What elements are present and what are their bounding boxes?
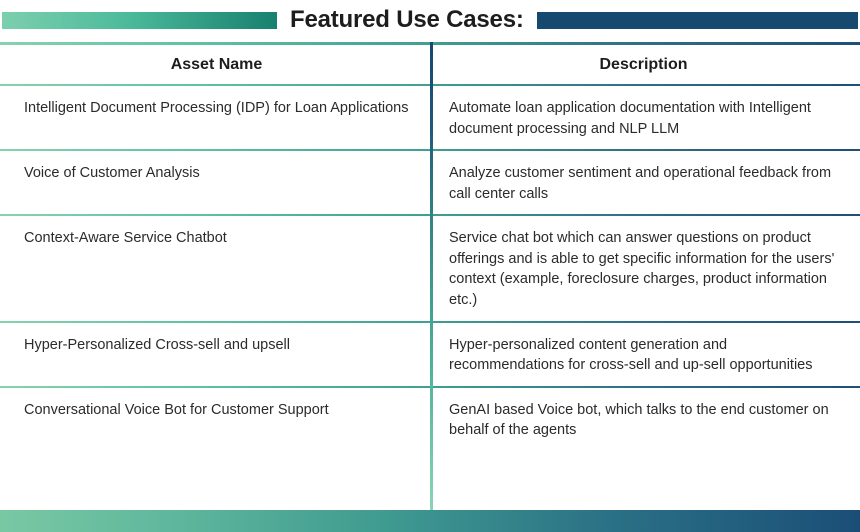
table-cell-description: GenAI based Voice bot, which talks to th… bbox=[431, 388, 860, 451]
table-cell-asset-name: Context-Aware Service Chatbot bbox=[0, 216, 431, 320]
table-cell-description: Automate loan application documentation … bbox=[431, 86, 860, 149]
table-cell-asset-name: Conversational Voice Bot for Customer Su… bbox=[0, 388, 431, 451]
asset-name-text: Voice of Customer Analysis bbox=[24, 165, 200, 182]
title-band: Featured Use Cases: bbox=[0, 0, 860, 40]
table-row: Hyper-Personalized Cross-sell and upsell… bbox=[0, 323, 860, 386]
table-cell-asset-name: Voice of Customer Analysis bbox=[0, 151, 431, 214]
asset-name-text: Hyper-Personalized Cross-sell and upsell bbox=[24, 336, 290, 353]
column-header-asset-name: Asset Name bbox=[0, 45, 431, 84]
table-row: Voice of Customer Analysis Analyze custo… bbox=[0, 151, 860, 214]
page-title: Featured Use Cases: bbox=[290, 6, 524, 33]
title-rule-right-bar bbox=[536, 11, 858, 29]
description-text: Analyze customer sentiment and operation… bbox=[449, 165, 832, 202]
asset-name-text: Intelligent Document Processing (IDP) fo… bbox=[24, 100, 409, 116]
table-cell-asset-name: Hyper-Personalized Cross-sell and upsell bbox=[0, 323, 431, 386]
column-header-description: Description bbox=[431, 45, 860, 84]
table-cell-description: Service chat bot which can answer questi… bbox=[431, 216, 860, 320]
table-cell-description: Analyze customer sentiment and operation… bbox=[431, 151, 860, 214]
description-text: GenAI based Voice bot, which talks to th… bbox=[449, 401, 829, 439]
title-rule-left-gradient bbox=[2, 11, 277, 29]
table-cell-description: Hyper-personalized content generation an… bbox=[431, 323, 860, 386]
description-text: Hyper-personalized content generation an… bbox=[449, 336, 813, 374]
asset-name-text: Context-Aware Service Chatbot bbox=[24, 230, 227, 247]
description-text: Automate loan application documentation … bbox=[449, 100, 811, 137]
description-text: Service chat bot which can answer questi… bbox=[449, 230, 835, 309]
column-header-description-label: Description bbox=[599, 56, 688, 73]
column-header-asset-name-label: Asset Name bbox=[170, 56, 263, 73]
asset-name-text: Conversational Voice Bot for Customer Su… bbox=[24, 401, 329, 418]
use-cases-table: Asset Name Description Intelligent Docum… bbox=[0, 42, 860, 451]
table-row: Intelligent Document Processing (IDP) fo… bbox=[0, 86, 860, 149]
table-column-divider bbox=[430, 42, 433, 512]
table-row: Conversational Voice Bot for Customer Su… bbox=[0, 388, 860, 451]
table-cell-asset-name: Intelligent Document Processing (IDP) fo… bbox=[0, 86, 431, 149]
table-header-row: Asset Name Description bbox=[0, 45, 860, 84]
table-row: Context-Aware Service Chatbot Service ch… bbox=[0, 216, 860, 320]
footer-gradient-bar bbox=[0, 510, 860, 532]
